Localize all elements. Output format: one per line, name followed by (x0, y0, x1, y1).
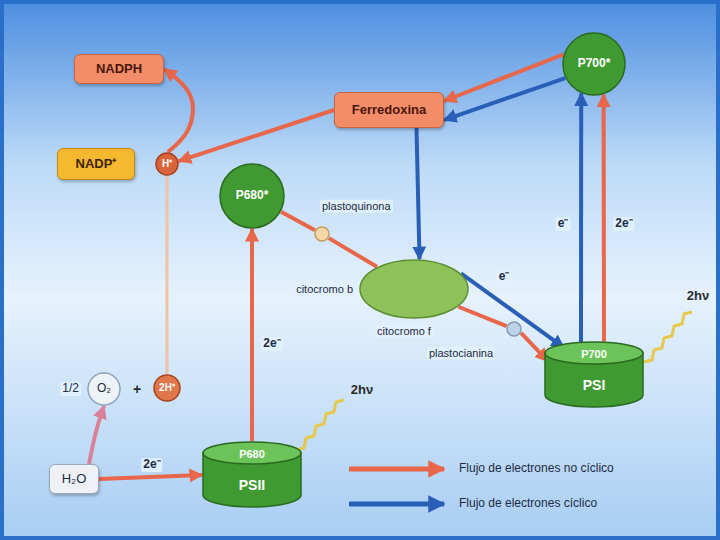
light-ray (644, 312, 692, 362)
cylinder-top (203, 442, 301, 464)
proton-circle: H⁺ (155, 152, 179, 176)
node-text: citocromo b (294, 283, 355, 296)
legend-text: Flujo de electrones no cíclico (459, 462, 614, 476)
node-text: O₂ (97, 382, 111, 396)
flow-arrow (444, 54, 563, 101)
note-label: 2hν (687, 289, 709, 304)
node-shape (359, 259, 469, 319)
carrier-dot: plastocianina (506, 321, 522, 337)
light-ray (296, 400, 344, 450)
flow-arrow (461, 273, 564, 347)
node-text: citocromo f (375, 325, 433, 338)
node-body: P700* (562, 32, 626, 96)
node-body: H₂O (50, 465, 98, 493)
node-text: plastoquinona (320, 200, 393, 213)
flow-arrow (281, 212, 315, 230)
node-outline (220, 164, 284, 228)
flow-arrow (166, 176, 169, 374)
product-box: NADPH (74, 54, 164, 84)
legend-sample (349, 467, 444, 472)
node-outline (563, 33, 625, 95)
flow-arrow (99, 475, 202, 479)
flow-arrow (602, 95, 606, 342)
flow-arrow (250, 229, 254, 441)
carrier-box: Ferredoxina (334, 92, 444, 128)
node-text: P680* (236, 189, 269, 203)
node-text: 1/2 (60, 382, 81, 396)
flow-arrow (444, 78, 565, 120)
flow-arrow (579, 93, 583, 342)
cytochrome-complex: citocromo bcitocromo f (359, 259, 469, 319)
node-text: P680 (239, 448, 265, 461)
flow-arrow (329, 238, 377, 267)
photosystem: P680PSII (202, 441, 302, 507)
flow-arrow (179, 110, 334, 161)
node-shape (314, 226, 330, 242)
note-label: 2hν (351, 383, 373, 398)
edge-label: e⁻ (556, 217, 571, 231)
edge-label: e⁻ (497, 270, 512, 284)
node-text: P700 (581, 348, 607, 361)
node-body: NADPH (75, 55, 163, 83)
node-text: PSII (239, 477, 265, 493)
edge-label: 2e⁻ (613, 217, 634, 231)
flow-arrow (521, 333, 548, 361)
node-body: 2H⁺ (153, 374, 181, 402)
node-body: NADP⁺ (58, 149, 134, 179)
flow-arrow (164, 69, 193, 152)
excited-center: P700* (562, 32, 626, 96)
edge-label: 2e⁻ (141, 458, 162, 472)
legend-sample (349, 502, 444, 507)
flow-arrow (458, 307, 506, 326)
node-text: 2H⁺ (159, 382, 175, 394)
node-layer: NADPH P700* FerredoxinaNADP⁺ H⁺ P680* plastoq… (4, 4, 720, 540)
substrate-box: NADP⁺ (57, 148, 135, 180)
node-text: P700* (578, 57, 611, 71)
legend-text: Flujo de electrones cíclico (459, 497, 597, 511)
node-body: Ferredoxina (335, 93, 443, 127)
node-text: Ferredoxina (352, 103, 426, 118)
excited-center: P680* (219, 163, 285, 229)
water-box: H₂O (49, 464, 99, 494)
proton-circle: 2H⁺ (153, 374, 181, 402)
cylinder-top (545, 342, 643, 364)
node-outline (156, 153, 178, 175)
node-outline (88, 373, 120, 405)
node-shape (506, 321, 522, 337)
flow-arrow (89, 406, 104, 464)
photosystem: P700PSI (544, 341, 644, 407)
node-body: P680* (219, 163, 285, 229)
node-outline (507, 322, 521, 336)
label-layer: 2e⁻ 2e⁻ e⁻ e⁻ 2e⁻ 2hν 2hν + Flujo de electrones … (4, 4, 720, 540)
node-text: NADP⁺ (76, 157, 117, 172)
node-outline (154, 375, 180, 401)
node-outline (315, 227, 329, 241)
node-outline (360, 260, 468, 318)
node-text: NADPH (96, 62, 142, 77)
node-text: PSI (583, 377, 606, 393)
node-text: plastocianina (427, 347, 495, 360)
oxygen-circle: 1/2O₂ (87, 372, 121, 406)
edge-label: 2e⁻ (261, 337, 282, 351)
node-body: H⁺ (155, 152, 179, 176)
node-text: H₂O (62, 472, 87, 487)
note-label: + (133, 381, 141, 397)
flow-arrow (417, 128, 420, 259)
carrier-dot: plastoquinona (314, 226, 330, 242)
node-text: H⁺ (162, 158, 172, 170)
